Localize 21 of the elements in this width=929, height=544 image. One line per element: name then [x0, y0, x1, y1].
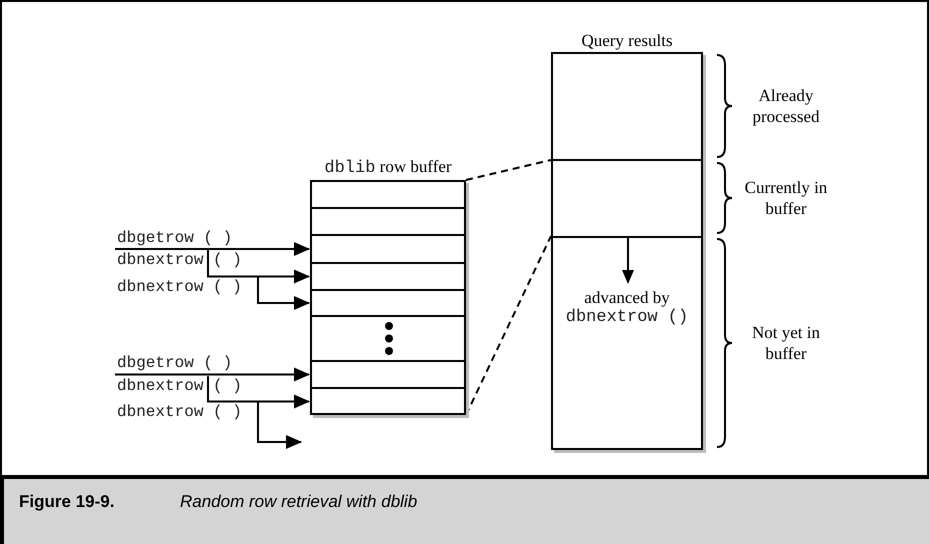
box-title: dblib row buffer	[324, 157, 452, 179]
function-call-label: dbnextrow ( )	[117, 250, 247, 269]
function-call-label: dbnextrow ( )	[117, 376, 247, 395]
brace-note: Not yet in buffer	[751, 322, 821, 364]
function-call-label: dbnextrow ( )	[117, 277, 247, 296]
dashed-connector	[466, 159, 552, 181]
arrow	[207, 250, 310, 284]
brace-note: Already processed	[751, 85, 821, 127]
arrow	[115, 242, 310, 256]
box-title: Query results	[581, 31, 673, 51]
arrow	[207, 376, 310, 408]
figure-number: Figure 19-9.	[19, 491, 114, 513]
function-call-label: dbnextrow ( )	[117, 402, 247, 421]
arrow	[257, 402, 302, 449]
arrow	[257, 277, 310, 310]
function-call-label: dbgetrow ( )	[117, 228, 247, 247]
figure-caption: Random row retrieval with dblib	[180, 491, 418, 513]
brace-note: Currently in buffer	[744, 177, 828, 219]
arrow	[115, 368, 310, 382]
section-note: advanced by dbnextrow ()	[564, 288, 690, 328]
function-call-label: dbgetrow ( )	[117, 353, 247, 372]
